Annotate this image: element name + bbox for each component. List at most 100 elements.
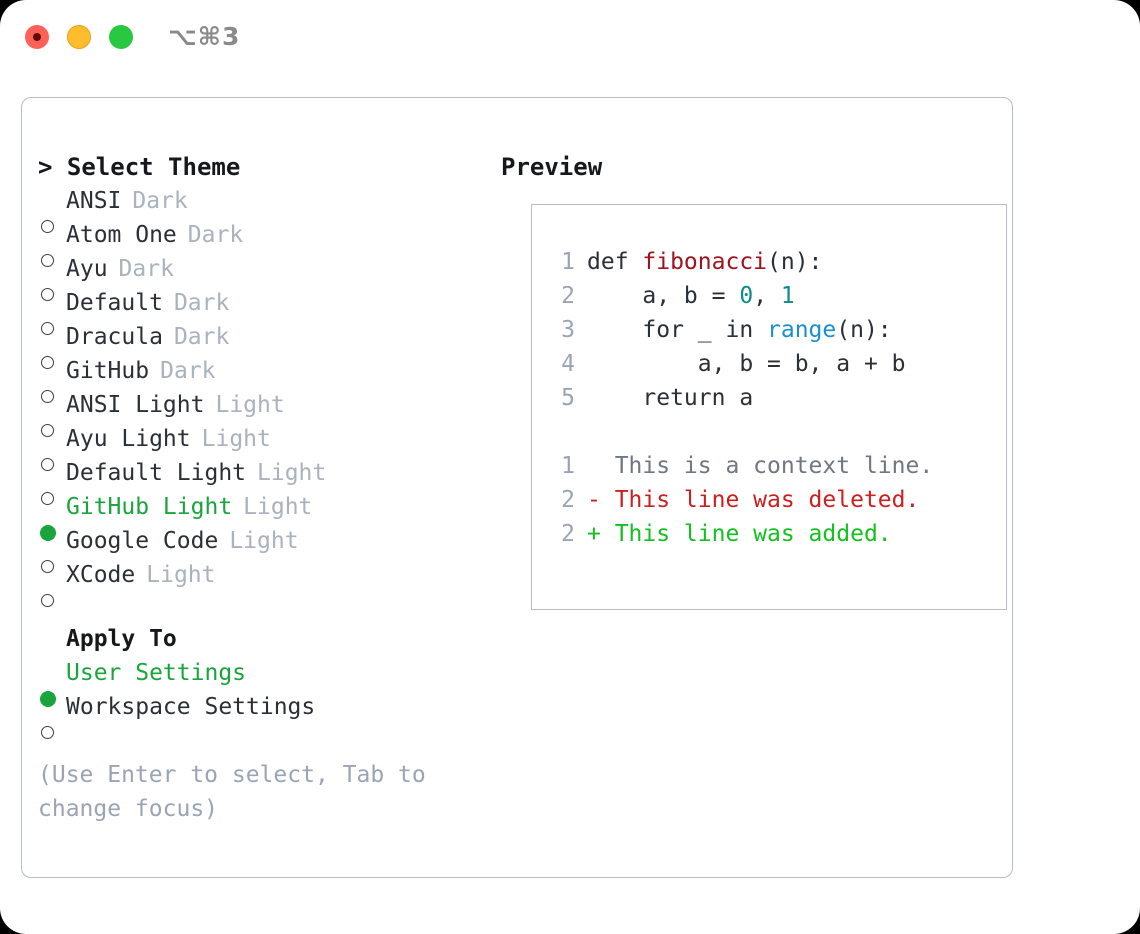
- radio-dot-empty: [41, 458, 54, 471]
- radio-dot-empty: [41, 356, 54, 369]
- theme-option-category-badge: Dark: [118, 256, 174, 282]
- keyboard-shortcut-label: ⌥⌘3: [168, 22, 241, 51]
- apply-to-heading: Apply To: [38, 622, 478, 656]
- apply-to-option-user-settings[interactable]: User Settings: [38, 656, 478, 707]
- radio-dot-empty: [41, 560, 54, 573]
- apply-to-marker-placeholder: [38, 622, 66, 656]
- theme-option-category-badge: Light: [215, 392, 285, 418]
- theme-option-category-badge: Dark: [173, 290, 230, 316]
- code-token-plain: (n):: [836, 317, 892, 343]
- line-number: 1: [561, 453, 575, 479]
- window-controls: [25, 25, 133, 49]
- line-number: 5: [561, 385, 575, 411]
- theme-option-google-code[interactable]: Google Code Light: [38, 524, 478, 573]
- spacer: [38, 592, 478, 622]
- radio-dot-empty: [41, 288, 54, 301]
- code-token-plain: return a: [587, 385, 754, 411]
- theme-option-ansi-light[interactable]: ANSI Light Light: [38, 388, 478, 437]
- diff-line-delete: 2 - This line was deleted.: [549, 483, 933, 517]
- code-token-plain: def: [587, 249, 643, 275]
- line-number: 1: [561, 249, 575, 275]
- code-line-text: for _ in range(n):: [587, 313, 892, 347]
- line-number: 2: [561, 487, 575, 513]
- theme-option-label: ANSI: [66, 188, 122, 214]
- close-button[interactable]: [25, 25, 49, 49]
- code-line-text: a, b = b, a + b: [587, 347, 906, 381]
- theme-option-atom-one[interactable]: Atom One Dark: [38, 218, 478, 267]
- radio-dot-empty: [41, 492, 54, 505]
- theme-option-label: GitHub Light: [66, 494, 233, 520]
- code-token-plain: ,: [753, 283, 781, 309]
- code-token-call: range: [767, 317, 837, 343]
- theme-option-category-badge: Dark: [187, 222, 244, 248]
- code-token-plain: a, b = b, a + b: [587, 351, 906, 377]
- diff-line-text: This is a context line.: [587, 453, 934, 479]
- theme-option-category-badge: Light: [257, 460, 327, 486]
- diff-line-add: 2 + This line was added.: [549, 517, 933, 551]
- radio-dot-empty: [41, 322, 54, 335]
- code-token-num: 1: [780, 283, 795, 309]
- line-number: 2: [561, 521, 575, 547]
- code-line: 3 for _ in range(n):: [549, 313, 933, 347]
- theme-option-github-light[interactable]: GitHub Light Light: [38, 490, 478, 541]
- theme-option-label: Default: [66, 290, 163, 316]
- apply-to-option-workspace-settings[interactable]: Workspace Settings: [38, 690, 478, 739]
- code-line: 5 return a: [549, 381, 933, 415]
- title-bar: ⌥⌘3: [0, 0, 1140, 78]
- minimize-button[interactable]: [67, 25, 91, 49]
- radio-dot-empty: [41, 254, 54, 267]
- theme-option-label: Ayu: [66, 256, 108, 282]
- radio-dot-empty: [41, 726, 54, 739]
- theme-option-label: Dracula: [66, 324, 163, 350]
- code-token-plain: for _ in: [587, 317, 768, 343]
- code-line-text: def fibonacci(n):: [587, 245, 822, 279]
- code-line-text: return a: [587, 381, 753, 415]
- theme-option-ayu[interactable]: Ayu Dark: [38, 252, 478, 301]
- code-line-text: a, b = 0, 1: [587, 279, 795, 313]
- code-line: 1 def fibonacci(n):: [549, 245, 933, 279]
- theme-option-label: ANSI Light: [66, 392, 205, 418]
- theme-option-category-badge: Dark: [160, 358, 216, 384]
- theme-option-category-badge: Light: [146, 562, 216, 588]
- keyboard-hint-text: (Use Enter to select, Tab to change focu…: [38, 762, 440, 822]
- theme-option-category-badge: Light: [243, 494, 313, 520]
- theme-option-label: Google Code: [66, 528, 219, 554]
- code-line: 4 a, b = b, a + b: [549, 347, 933, 381]
- code-token-plain: (n):: [767, 249, 823, 275]
- code-token-plain: a, b =: [587, 283, 740, 309]
- theme-option-label: Ayu Light: [66, 426, 191, 452]
- theme-option-ayu-light[interactable]: Ayu Light Light: [38, 422, 478, 471]
- select-theme-heading: > Select Theme: [38, 153, 241, 181]
- theme-option-category-badge: Light: [201, 426, 271, 452]
- theme-option-category-badge: Light: [229, 528, 299, 554]
- code-blank-line: [549, 415, 933, 449]
- code-line: 2 a, b = 0, 1: [549, 279, 933, 313]
- maximize-button[interactable]: [109, 25, 133, 49]
- theme-option-default[interactable]: Default Dark: [38, 286, 478, 335]
- diff-line-text: + This line was added.: [587, 521, 892, 547]
- preview-heading: Preview: [501, 153, 603, 181]
- code-token-fn: fibonacci: [642, 249, 768, 275]
- radio-dot-filled: [40, 525, 56, 541]
- radio-dot-empty: [41, 594, 54, 607]
- radio-dot-empty: [41, 220, 54, 233]
- theme-option-label: Atom One: [66, 222, 177, 248]
- line-number: 2: [561, 283, 575, 309]
- theme-option-default-light[interactable]: Default Light Light: [38, 456, 478, 505]
- code-token-num: 0: [739, 283, 754, 309]
- apply-to-option-label: Workspace Settings: [66, 694, 316, 720]
- theme-option-label: Default Light: [66, 460, 247, 486]
- diff-line-text: - This line was deleted.: [587, 487, 920, 513]
